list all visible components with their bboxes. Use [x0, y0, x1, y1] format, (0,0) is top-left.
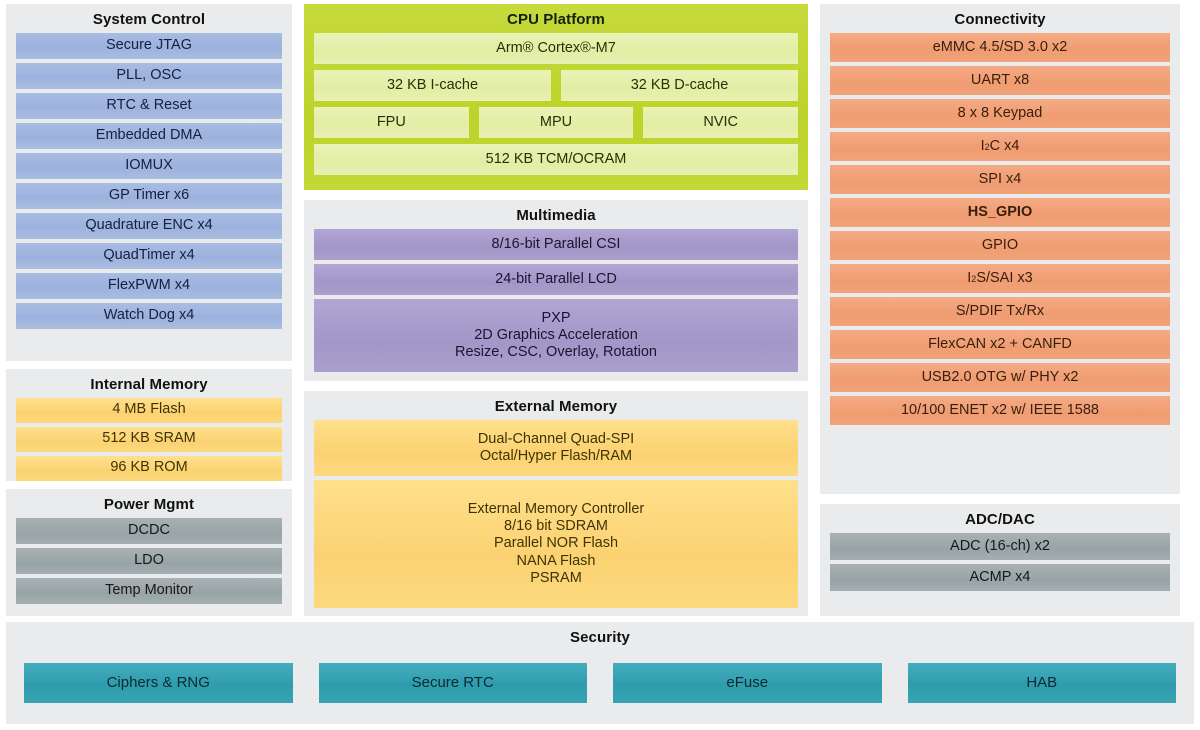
block-quadtimer: QuadTimer x4 — [16, 243, 282, 269]
block-efuse: eFuse — [613, 662, 882, 703]
block-iomux: IOMUX — [16, 153, 282, 179]
diagram-columns: System Control Secure JTAG PLL, OSC RTC … — [6, 4, 1194, 616]
block-d-cache: 32 KB D-cache — [561, 70, 798, 101]
block-ciphers-rng: Ciphers & RNG — [24, 662, 293, 703]
pxp-line-3: Resize, CSC, Overlay, Rotation — [455, 344, 657, 360]
panel-system-control: System Control Secure JTAG PLL, OSC RTC … — [6, 4, 292, 361]
block-watch-dog: Watch Dog x4 — [16, 303, 282, 329]
panel-external-memory: External Memory Dual-Channel Quad-SPI Oc… — [304, 391, 808, 616]
left-column: System Control Secure JTAG PLL, OSC RTC … — [6, 4, 292, 616]
panel-power-mgmt: Power Mgmt DCDC LDO Temp Monitor — [6, 488, 292, 616]
block-pxp: PXP 2D Graphics Acceleration Resize, CSC… — [314, 298, 798, 372]
block-hs-gpio: HS_GPIO — [830, 198, 1170, 227]
i2s-prefix: I — [967, 269, 972, 286]
security-blocks: Ciphers & RNG Secure RTC eFuse HAB — [24, 651, 1176, 714]
block-nvic: NVIC — [643, 107, 799, 138]
block-acmp: ACMP x4 — [830, 564, 1170, 591]
block-tcm-ocram: 512 KB TCM/OCRAM — [314, 144, 798, 175]
block-gp-timer: GP Timer x6 — [16, 183, 282, 209]
internal-memory-blocks: 4 MB Flash 512 KB SRAM 96 KB ROM — [16, 397, 282, 481]
block-ldo: LDO — [16, 547, 282, 574]
panel-title-connectivity: Connectivity — [954, 11, 1046, 28]
panel-internal-memory: Internal Memory 4 MB Flash 512 KB SRAM 9… — [6, 368, 292, 481]
quadspi-line-1: Dual-Channel Quad-SPI — [477, 430, 635, 447]
emc-line-5: PSRAM — [530, 569, 582, 586]
block-quadrature-enc: Quadrature ENC x4 — [16, 213, 282, 239]
block-usb-otg: USB2.0 OTG w/ PHY x2 — [830, 363, 1170, 392]
emc-line-2: 8/16 bit SDRAM — [504, 518, 608, 535]
pxp-line-2: 2D Graphics Acceleration — [474, 326, 638, 343]
connectivity-blocks: eMMC 4.5/SD 3.0 x2 UART x8 8 x 8 Keypad … — [830, 33, 1170, 486]
panel-connectivity: Connectivity eMMC 4.5/SD 3.0 x2 UART x8 … — [820, 4, 1180, 494]
block-dcdc: DCDC — [16, 517, 282, 544]
panel-title-internal-memory: Internal Memory — [90, 375, 208, 393]
power-mgmt-blocks: DCDC LDO Temp Monitor — [16, 517, 282, 609]
block-embedded-dma: Embedded DMA — [16, 123, 282, 149]
cpu-core-row: Arm® Cortex®-M7 — [314, 33, 798, 64]
cpu-tcm-row: 512 KB TCM/OCRAM — [314, 144, 798, 175]
block-quad-spi: Dual-Channel Quad-SPI Octal/Hyper Flash/… — [314, 420, 798, 476]
panel-title-security: Security — [570, 629, 630, 646]
adc-dac-blocks: ADC (16-ch) x2 ACMP x4 — [830, 533, 1170, 608]
block-emmc-sd: eMMC 4.5/SD 3.0 x2 — [830, 33, 1170, 62]
emc-line-3: Parallel NOR Flash — [493, 535, 619, 552]
emc-line-4: NANA Flash — [516, 552, 596, 569]
middle-column: CPU Platform Arm® Cortex®-M7 32 KB I-cac… — [304, 4, 808, 616]
block-hab: HAB — [907, 662, 1176, 703]
quadspi-line-2: Octal/Hyper Flash/RAM — [479, 448, 633, 464]
panel-security: Security Ciphers & RNG Secure RTC eFuse … — [6, 622, 1194, 724]
right-column: Connectivity eMMC 4.5/SD 3.0 x2 UART x8 … — [820, 4, 1180, 616]
block-keypad: 8 x 8 Keypad — [830, 99, 1170, 128]
external-memory-blocks: Dual-Channel Quad-SPI Octal/Hyper Flash/… — [314, 420, 798, 608]
block-4mb-flash: 4 MB Flash — [16, 397, 282, 423]
panel-multimedia: Multimedia 8/16-bit Parallel CSI 24-bit … — [304, 199, 808, 381]
block-mpu: MPU — [478, 107, 634, 138]
block-fpu: FPU — [314, 107, 469, 138]
block-adc: ADC (16-ch) x2 — [830, 533, 1170, 560]
block-arm-cortex-m7: Arm® Cortex®-M7 — [314, 33, 798, 64]
cpu-units-row: FPU MPU NVIC — [314, 107, 799, 138]
block-96kb-rom: 96 KB ROM — [16, 455, 282, 481]
block-external-memory-controller: External Memory Controller 8/16 bit SDRA… — [314, 480, 798, 608]
panel-title-system-control: System Control — [92, 11, 206, 28]
panel-title-adc-dac: ADC/DAC — [965, 511, 1035, 528]
panel-title-cpu-platform: CPU Platform — [507, 11, 605, 28]
panel-adc-dac: ADC/DAC ADC (16-ch) x2 ACMP x4 — [820, 504, 1180, 616]
cpu-platform-blocks: Arm® Cortex®-M7 32 KB I-cache 32 KB D-ca… — [314, 33, 799, 181]
panel-title-external-memory: External Memory — [494, 398, 618, 415]
panel-title-multimedia: Multimedia — [516, 206, 596, 224]
block-flexcan: FlexCAN x2 + CANFD — [830, 330, 1170, 359]
block-flexpwm: FlexPWM x4 — [16, 273, 282, 299]
emc-line-1: External Memory Controller — [467, 501, 645, 518]
i2c-prefix: I — [980, 137, 985, 154]
system-control-blocks: Secure JTAG PLL, OSC RTC & Reset Embedde… — [16, 33, 282, 353]
block-512kb-sram: 512 KB SRAM — [16, 426, 282, 452]
panel-title-power-mgmt: Power Mgmt — [103, 495, 195, 513]
block-spi: SPI x4 — [830, 165, 1170, 194]
block-parallel-lcd: 24-bit Parallel LCD — [314, 263, 798, 295]
block-rtc-reset: RTC & Reset — [16, 93, 282, 119]
block-uart: UART x8 — [830, 66, 1170, 95]
block-spdif: S/PDIF Tx/Rx — [830, 297, 1170, 326]
panel-cpu-platform: CPU Platform Arm® Cortex®-M7 32 KB I-cac… — [304, 4, 808, 190]
block-secure-jtag: Secure JTAG — [16, 33, 282, 59]
multimedia-blocks: 8/16-bit Parallel CSI 24-bit Parallel LC… — [314, 228, 798, 373]
block-i-cache: 32 KB I-cache — [314, 70, 551, 101]
block-temp-monitor: Temp Monitor — [16, 577, 282, 604]
block-pll-osc: PLL, OSC — [16, 63, 282, 89]
block-parallel-csi: 8/16-bit Parallel CSI — [314, 228, 798, 260]
block-enet: 10/100 ENET x2 w/ IEEE 1588 — [830, 396, 1170, 425]
pxp-line-1: PXP — [541, 309, 571, 326]
i2s-suffix: S/SAI x3 — [976, 269, 1033, 286]
i2c-suffix: C x4 — [989, 137, 1020, 154]
block-gpio: GPIO — [830, 231, 1170, 260]
block-secure-rtc: Secure RTC — [318, 662, 587, 703]
cpu-cache-row: 32 KB I-cache 32 KB D-cache — [314, 70, 798, 101]
